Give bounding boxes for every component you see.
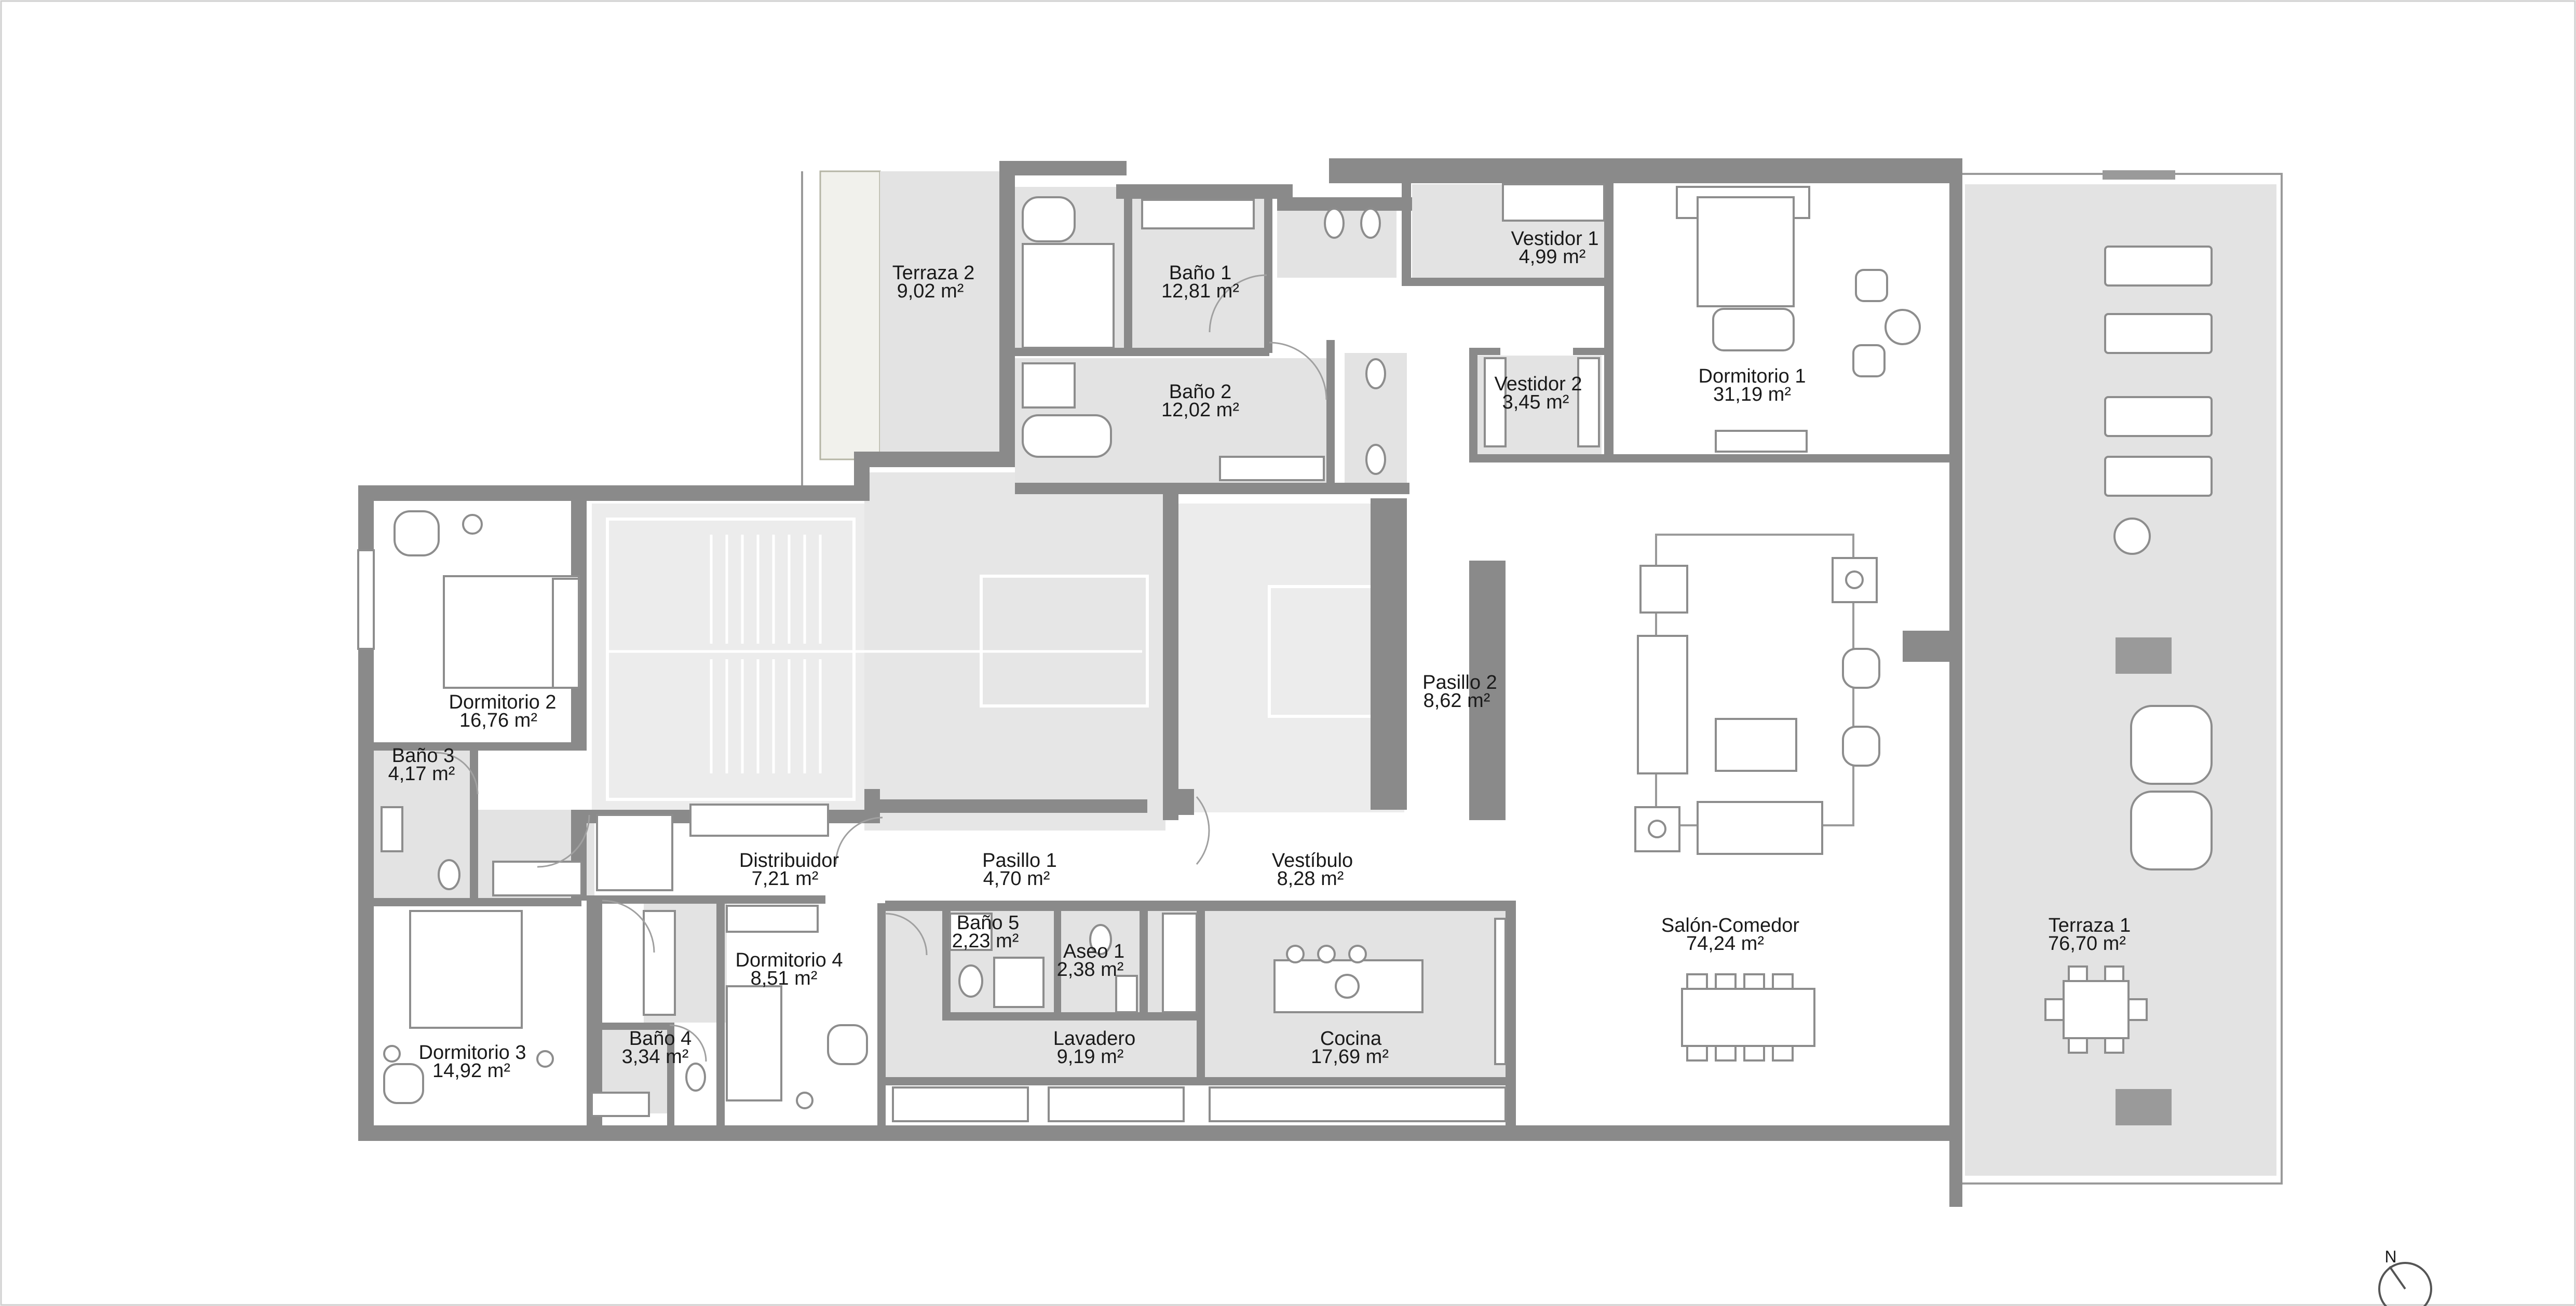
aseo-1-name: Aseo 1	[1063, 941, 1124, 962]
bano-3-name: Baño 3	[392, 745, 454, 767]
walls	[358, 158, 1962, 1207]
terraza-2-name: Terraza 2	[892, 262, 974, 284]
pasillo-2-area: 8,62 m²	[1423, 690, 1490, 712]
dormitorio-1-furniture	[1484, 183, 1921, 453]
chair	[2044, 998, 2065, 1021]
chair	[2068, 965, 2088, 982]
terraza-1-area: 76,70 m²	[2048, 933, 2126, 955]
dormitorio-4-area: 8,51 m²	[751, 968, 818, 989]
distribuidor-area: 7,21 m²	[752, 868, 819, 890]
terraza-2-gravel	[819, 170, 881, 460]
vestidor-2-area: 3,45 m²	[1502, 391, 1569, 413]
cocina-area: 17,69 m²	[1311, 1046, 1389, 1068]
cocina-name: Cocina	[1320, 1028, 1382, 1050]
doors	[436, 274, 1327, 1062]
north-label: N	[2384, 1247, 2396, 1266]
salon-comedor-name: Salón-Comedor	[1661, 915, 1799, 936]
kitchen-furniture	[892, 913, 1507, 1122]
dormitorio-1-area: 31,19 m²	[1713, 384, 1791, 405]
bano-2-name: Baño 2	[1169, 381, 1231, 403]
bano-1-area: 12,81 m²	[1161, 280, 1239, 302]
bathroom-fixtures	[381, 196, 1386, 1117]
dormitorio-1-name: Dormitorio 1	[1699, 365, 1806, 387]
north-pointer-icon	[2389, 1266, 2406, 1290]
vestidor-2-name: Vestidor 2	[1495, 373, 1582, 395]
core-landing	[606, 518, 856, 801]
terraza-2-area: 9,02 m²	[897, 280, 964, 302]
bano-4-name: Baño 4	[629, 1028, 692, 1050]
vestibulo-area: 8,28 m²	[1277, 868, 1344, 890]
aseo-1-area: 2,38 m²	[1057, 959, 1124, 981]
chair	[2104, 965, 2124, 982]
pasillo-1-name: Pasillo 1	[982, 850, 1057, 872]
chair	[2068, 1037, 2088, 1054]
dining-table	[2063, 980, 2130, 1039]
lounger	[2104, 396, 2213, 437]
outdoor-dining-set	[2044, 965, 2148, 1054]
bano-4-area: 3,34 m²	[622, 1046, 689, 1068]
planter-box	[2116, 1089, 2172, 1125]
salon-furniture	[1634, 534, 1880, 1062]
lounger	[2104, 246, 2213, 287]
armchair-outdoor	[2130, 705, 2213, 785]
pasillo-2-name: Pasillo 2	[1422, 672, 1497, 693]
bano-1-name: Baño 1	[1169, 262, 1231, 284]
salon-comedor-area: 74,24 m²	[1686, 933, 1764, 955]
terraza-2-floor	[880, 171, 999, 459]
bano-5-name: Baño 5	[957, 912, 1019, 934]
dormitorio-4-furniture	[726, 905, 868, 1109]
lounger	[2104, 456, 2213, 497]
vestidor-1-name: Vestidor 1	[1511, 228, 1599, 250]
dormitorio-4-name: Dormitorio 4	[736, 949, 843, 971]
terraza-1-name: Terraza 1	[2049, 915, 2131, 936]
dormitorio-2-name: Dormitorio 2	[449, 691, 557, 713]
dormitorio-2-furniture	[357, 510, 580, 689]
distribuidor-name: Distribuidor	[739, 850, 839, 872]
pasillo-1-area: 4,70 m²	[983, 868, 1050, 890]
round-table	[2113, 518, 2151, 555]
lavadero-name: Lavadero	[1053, 1028, 1135, 1050]
vestibulo-name: Vestíbulo	[1272, 850, 1353, 872]
vestidor-1-area: 4,99 m²	[1519, 246, 1586, 268]
room-labels: Terraza 2 9,02 m² Baño 1 12,81 m² Baño 2…	[388, 228, 2131, 1082]
lift-shaft	[980, 575, 1149, 708]
bano-2-area: 12,02 m²	[1161, 399, 1239, 421]
north-arrow: N	[2378, 1247, 2432, 1306]
chair	[2104, 1037, 2124, 1054]
planter-box	[2116, 637, 2172, 674]
dormitorio-2-area: 16,76 m²	[459, 710, 537, 731]
dormitorio-3-furniture	[383, 910, 676, 1104]
staircase	[607, 535, 1142, 773]
chair	[2127, 998, 2148, 1021]
dormitorio-3-name: Dormitorio 3	[419, 1042, 526, 1064]
north-circle-icon	[2378, 1262, 2432, 1306]
bano-3-area: 4,17 m²	[388, 763, 455, 785]
lavadero-area: 9,19 m²	[1057, 1046, 1124, 1068]
terraza-1-planter	[2103, 170, 2175, 180]
bano-5-area: 2,23 m²	[952, 930, 1019, 952]
armchair-outdoor	[2130, 791, 2213, 870]
lounger	[2104, 313, 2213, 354]
dormitorio-3-area: 14,92 m²	[432, 1060, 510, 1082]
sun-loungers	[2104, 246, 2213, 497]
